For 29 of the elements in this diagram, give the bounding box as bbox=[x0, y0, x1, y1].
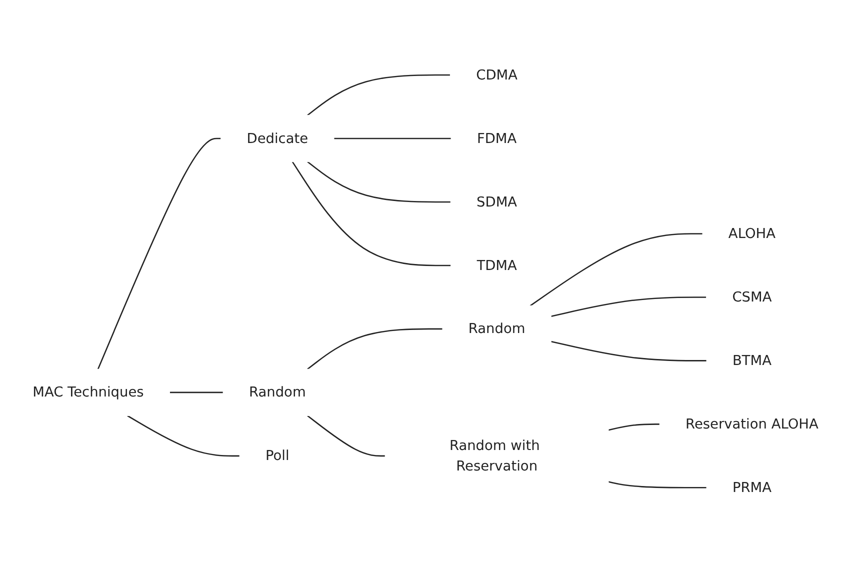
connector bbox=[530, 232, 703, 306]
node-text: Random bbox=[248, 384, 306, 400]
node-text: ALOHA bbox=[728, 224, 776, 242]
node-text: Random bbox=[468, 320, 526, 336]
connector bbox=[292, 160, 451, 266]
node-text: CDMA bbox=[476, 66, 518, 82]
connector bbox=[170, 391, 224, 393]
connector bbox=[97, 138, 221, 370]
connector bbox=[306, 414, 386, 456]
connector bbox=[126, 414, 240, 456]
node-text: Random with Reservation bbox=[449, 436, 540, 474]
connector bbox=[550, 296, 706, 317]
connector bbox=[550, 340, 707, 361]
node-text: PRMA bbox=[732, 478, 772, 496]
node-text: CSMA bbox=[732, 288, 772, 305]
connector bbox=[306, 160, 451, 202]
connector bbox=[306, 328, 443, 370]
node-text: Poll bbox=[266, 447, 290, 464]
node-text: Reservation ALOHA bbox=[686, 415, 818, 432]
connector bbox=[608, 423, 660, 430]
connector bbox=[334, 138, 452, 139]
connector bbox=[608, 480, 707, 488]
node-text: BTMA bbox=[732, 352, 772, 368]
node-text: FDMA bbox=[476, 130, 517, 146]
node-text: SDMA bbox=[476, 193, 518, 210]
node-text: Dedicate bbox=[246, 130, 308, 146]
node-text: TDMA bbox=[476, 256, 517, 273]
node-text: MAC Techniques bbox=[32, 384, 144, 400]
connector bbox=[306, 74, 450, 116]
